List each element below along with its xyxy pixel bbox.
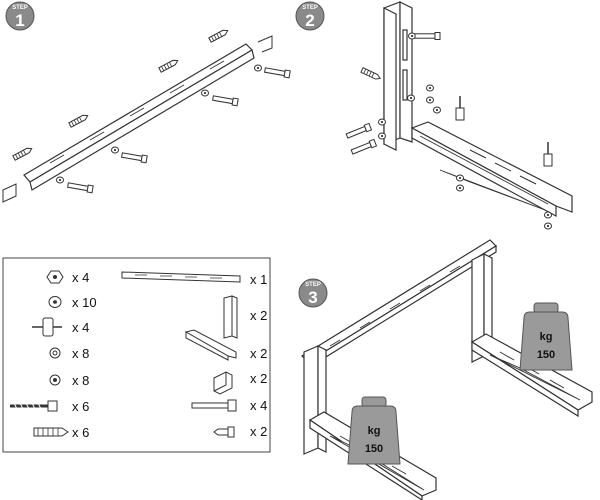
support-arm-icon: [184, 329, 237, 361]
qty-cross-rail: x 1: [250, 272, 267, 287]
qty-wall-plug: x 6: [72, 425, 89, 440]
qty-support-arm: x 2: [250, 346, 267, 361]
hex-bolt-icon: [191, 399, 237, 412]
qty-spring-washer: x 8: [72, 346, 89, 361]
step-1-badge: STEP 1: [5, 1, 35, 31]
qty-hex-nut: x 4: [72, 270, 89, 285]
qty-small-washer: x 8: [72, 373, 89, 388]
qty-hex-bolt: x 4: [250, 398, 267, 413]
step-3-badge-number: 3: [308, 288, 317, 307]
weight-left: kg 150: [347, 396, 401, 465]
qty-lag-screw: x 6: [72, 399, 89, 414]
wall-plug-icon: [33, 427, 69, 437]
step-2-vertical-bracket: [383, 1, 413, 151]
step-3-badge: STEP 3: [298, 278, 328, 308]
step-1-badge-number: 1: [15, 11, 24, 30]
weight-right-unit: kg: [540, 331, 553, 343]
step-2-badge-number: 2: [305, 11, 314, 30]
step-3-right-bracket: [470, 253, 593, 418]
step-1-diagram: STEP 1: [2, 1, 291, 203]
qty-flat-washer: x 10: [72, 295, 97, 310]
step-2-hardware: [345, 32, 552, 230]
weight-right-value: 150: [537, 349, 555, 361]
vertical-wall-bracket-icon: [223, 295, 238, 339]
rubber-damper-icon: [32, 317, 62, 337]
step-2-badge: STEP 2: [295, 1, 325, 31]
cross-rail-icon: [121, 271, 241, 283]
end-clip-icon: [213, 371, 233, 395]
qty-vertical-bracket: x 2: [250, 308, 267, 323]
step-2-diagram: STEP 2: [295, 1, 573, 230]
qty-end-clip: x 2: [250, 371, 267, 386]
small-washer-icon: [49, 374, 61, 386]
spring-washer-icon: [49, 347, 61, 359]
weight-left-unit: kg: [368, 425, 381, 437]
lag-screw-icon: [10, 400, 58, 412]
step-1-screws: [56, 64, 291, 194]
parts-list: x 4 x 10 x 4 x 8 x 8 x 6 x 6: [2, 257, 271, 453]
weight-right: kg 150: [519, 302, 573, 371]
step-2-dampers: [455, 96, 553, 167]
small-screw-icon: [213, 426, 235, 438]
step-1-wall-plugs: [12, 27, 230, 161]
step-1-badge-label: STEP: [12, 5, 28, 11]
hex-nut-icon: [46, 270, 64, 284]
step-3-diagram: STEP 3: [298, 239, 593, 500]
qty-rubber-damper: x 4: [72, 320, 89, 335]
step-1-cross-rail: [2, 35, 273, 203]
step-2-badge-label: STEP: [302, 5, 318, 11]
step-2-support-arm: [410, 121, 573, 218]
flat-washer-icon: [48, 296, 62, 308]
weight-left-value: 150: [365, 443, 383, 455]
qty-small-screw: x 2: [250, 424, 267, 439]
step-3-badge-label: STEP: [305, 282, 321, 288]
step-3-cross-rail: [301, 239, 497, 370]
